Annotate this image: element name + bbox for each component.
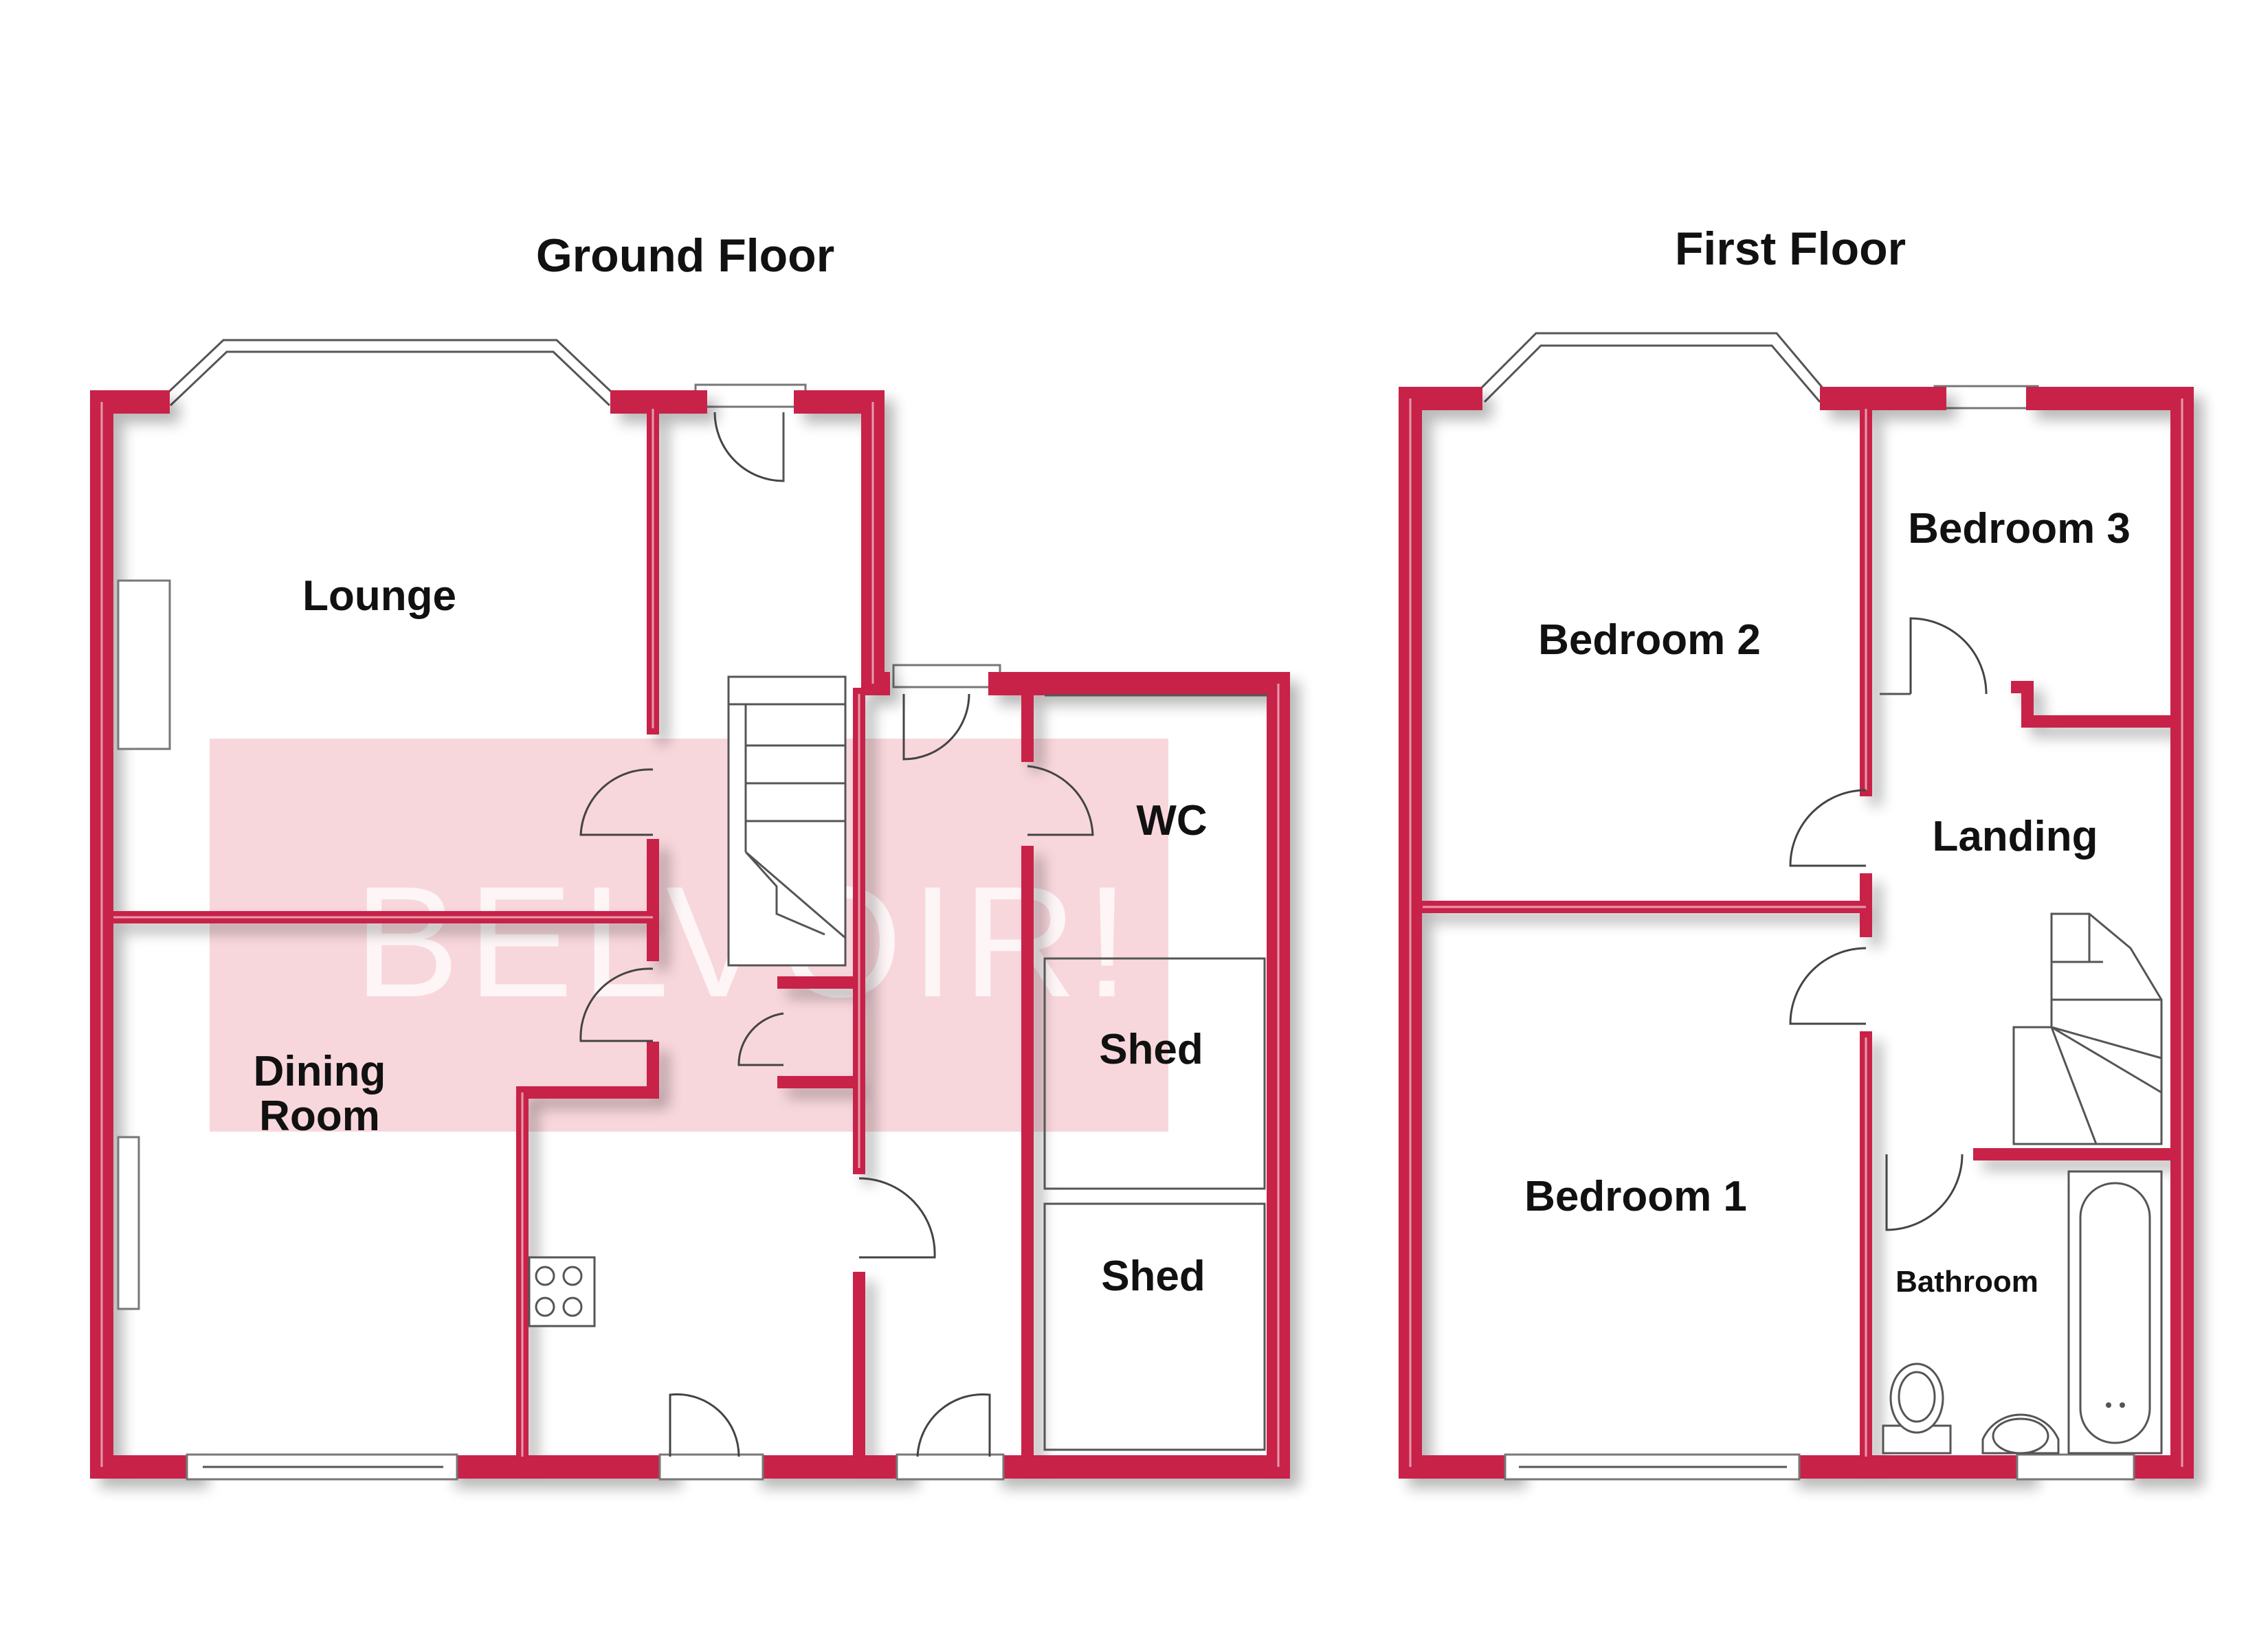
first-doors (1789, 617, 1988, 1231)
window-icon (658, 1453, 764, 1481)
room-label-bathroom: Bathroom (1895, 1265, 2038, 1299)
toilet-icon (1882, 1362, 1952, 1455)
window-icon (117, 1136, 140, 1310)
window-icon (694, 383, 807, 408)
staircase-icon (727, 675, 847, 967)
watermark-band (210, 739, 1168, 1132)
bedroom-2-bay-window-icon (1469, 332, 1833, 403)
first-floor-title: First Floor (1675, 223, 1906, 275)
door-swing-icon (669, 1393, 740, 1457)
window-icon (117, 579, 171, 750)
room-label-bedroom-1: Bedroom 1 (1524, 1173, 1747, 1220)
door-swing-icon (1909, 617, 1988, 695)
window-icon (1933, 385, 2039, 410)
door-swing-icon (1789, 789, 1867, 867)
door-swing-icon (1789, 947, 1867, 1025)
room-label-wc: WC (1136, 797, 1207, 844)
room-label-bedroom-2: Bedroom 2 (1538, 616, 1761, 664)
ground-windows (117, 579, 1005, 1481)
hob-icon (528, 1256, 596, 1327)
ground-floor-title: Ground Floor (536, 229, 834, 282)
room-label-dining-2: Room (259, 1092, 380, 1140)
door-swing-icon (1885, 1154, 1964, 1231)
room-label-dining-1: Dining (254, 1048, 386, 1095)
bath-icon (2067, 1170, 2163, 1455)
window-icon (896, 1453, 1005, 1481)
ground-doors (579, 412, 1094, 1457)
room-label-lounge: Lounge (302, 572, 456, 620)
staircase-icon (2012, 912, 2163, 1145)
basin-icon (1981, 1413, 2060, 1455)
ground-floor: Ground Floor (90, 229, 1290, 1481)
door-swing-icon (916, 1393, 991, 1457)
first-windows (1504, 1453, 2135, 1481)
room-label-shed-2: Shed (1101, 1253, 1205, 1300)
shed-partition (1043, 957, 1266, 1190)
window-icon (892, 664, 1001, 688)
room-label-shed-1: Shed (1099, 1026, 1203, 1073)
door-swing-icon (579, 768, 654, 836)
shed-partition (1043, 1202, 1266, 1451)
door-swing-icon (1027, 765, 1094, 836)
door-swing-icon (737, 1012, 784, 1066)
room-label-landing: Landing (1932, 813, 2098, 860)
door-swing-icon (713, 412, 785, 482)
door-swing-icon (579, 967, 654, 1042)
room-label-bedroom-3: Bedroom 3 (1908, 505, 2131, 552)
window-icon (2016, 1453, 2135, 1481)
door-swing-icon (902, 693, 970, 761)
lounge-bay-window-icon (157, 339, 623, 407)
door-swing-icon (858, 1177, 936, 1259)
first-floor: First Floor (1399, 223, 2194, 1481)
